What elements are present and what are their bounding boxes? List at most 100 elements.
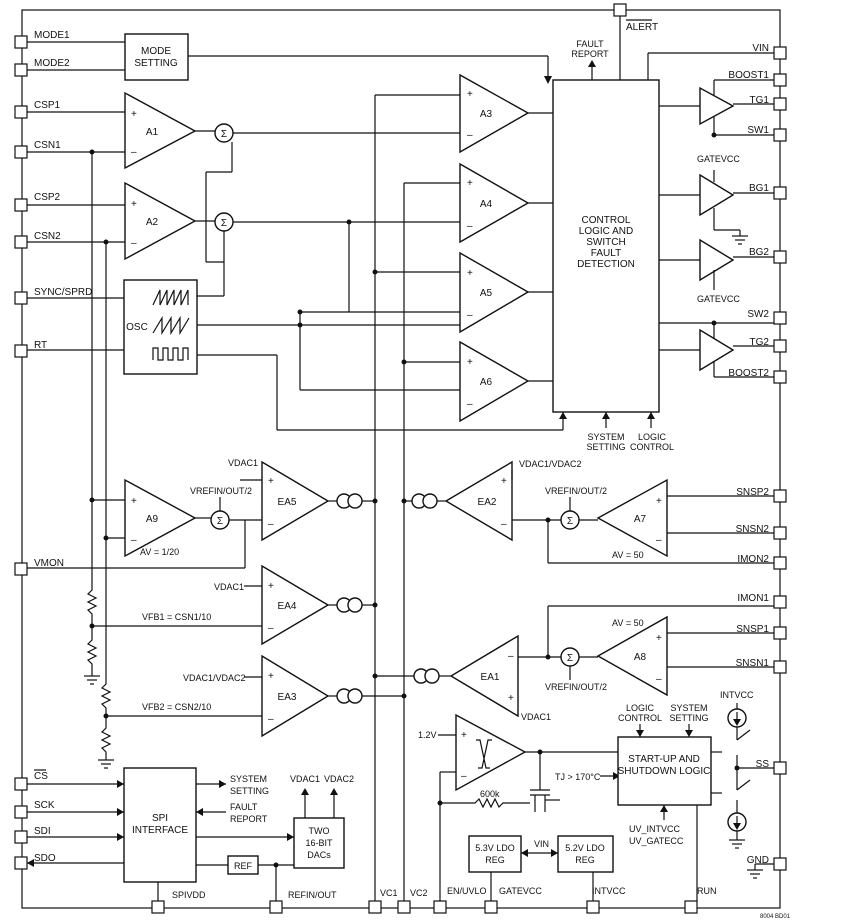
svg-text:–: – [501,519,507,530]
pin-spivdd: SPIVDD [172,890,206,900]
spi-l1: SPI [152,813,168,824]
spi-fault-report-l2: REPORT [230,814,268,824]
system-setting2-l1: SYSTEM [670,703,707,713]
pin-tg2: TG2 [750,337,770,348]
svg-text:+: + [467,268,473,279]
osc-label: OSC [126,322,148,333]
svg-text:–: – [467,130,473,141]
ldo52-l1: 5.2V LDO [565,843,605,853]
pin-vmon: VMON [34,558,64,569]
control-l1: CONTROL [582,215,631,226]
ldo52-l2: REG [575,855,595,865]
svg-text:+: + [268,671,274,682]
control-logic-block [552,79,660,413]
pin-boost2: BOOST2 [728,368,769,379]
vfb1: VFB1 = CSN1/10 [142,612,211,622]
system-setting-l2: SETTING [586,442,625,452]
a7-amp: + – A7 [596,478,668,558]
pin-boost1: BOOST1 [728,70,769,81]
a5-amp: + – A5 [459,251,530,334]
pin-csp1: CSP1 [34,100,61,111]
svg-text:Σ: Σ [221,218,227,229]
dacs-l1: TWO [309,826,330,836]
pin-vin: VIN [752,43,769,54]
hysteresis-icon [476,739,492,769]
logic-control2-l1: LOGIC [626,703,655,713]
pin-enuvlo: EN/UVLO [447,886,487,896]
dacs-l2: 16-BIT [305,838,333,848]
pin-alert: ALERT [626,22,658,33]
dacs-block [293,817,345,869]
svg-text:–: – [656,535,662,546]
gatevcc-top: GATEVCC [697,154,740,164]
svg-text:EA5: EA5 [278,497,297,508]
fault-report-l2: REPORT [571,49,609,59]
logic-control-l1: LOGIC [638,432,667,442]
svg-text:+: + [268,581,274,592]
svg-text:–: – [467,221,473,232]
pin-intvcc: INTVCC [592,886,626,896]
a3-amp: + – A3 [459,73,530,154]
pin-mode2: MODE2 [34,58,70,69]
pin-sck: SCK [34,800,55,811]
pin-bg1: BG1 [749,183,769,194]
svg-text:A6: A6 [480,377,493,388]
svg-text:–: – [656,674,662,685]
right-pins: VIN BOOST1 TG1 SW1 BG1 BG2 SW2 TG2 BOOST… [728,43,787,871]
pin-csp2: CSP2 [34,192,61,203]
ref-label: REF [234,861,253,871]
svg-text:EA2: EA2 [478,497,497,508]
svg-text:–: – [268,519,274,530]
svg-text:EA1: EA1 [481,672,500,683]
ldo53-l1: 5.3V LDO [475,843,515,853]
left-pins: MODE1 MODE2 CSP1 CSN1 CSP2 CSN2 SYNC/SPR… [14,30,92,870]
svg-text:–: – [131,238,137,249]
uv-intvcc: UV_INTVCC [629,824,681,834]
vrefin-a8: VREFIN/OUT/2 [545,682,607,692]
pin-sdi: SDI [34,826,51,837]
control-l2: LOGIC AND [579,226,633,237]
svg-text:Σ: Σ [221,129,227,140]
uvlo-comparator: + – [455,713,527,792]
square-wave-icon [152,347,189,361]
svg-text:A2: A2 [146,217,159,228]
vdac1-ea5: VDAC1 [228,458,258,468]
figure-id: 8004 BD01 [760,914,791,920]
pin-tg1: TG1 [750,95,770,106]
svg-text:+: + [461,730,467,741]
vrefin-a9: VREFIN/OUT/2 [190,486,252,496]
pin-snsn1: SNSN1 [736,658,770,669]
control-l3: SWITCH [586,237,625,248]
svg-text:A9: A9 [146,514,159,525]
pin-bg2: BG2 [749,247,769,258]
logic-control2-l2: CONTROL [618,713,662,723]
spi-system-setting-l1: SYSTEM [230,774,267,784]
a6-amp: + – A6 [459,340,530,423]
vdac2-label: VDAC2 [324,774,354,784]
svg-text:EA4: EA4 [278,601,297,612]
svg-text:–: – [467,310,473,321]
v12-label: 1.2V [418,730,437,740]
pin-cs: CS [34,771,48,782]
svg-text:–: – [131,147,137,158]
pin-snsp1: SNSP1 [736,624,769,635]
svg-text:+: + [656,633,662,644]
pin-imon1: IMON1 [737,593,769,604]
intvcc-top: INTVCC [720,690,754,700]
svg-text:+: + [131,496,137,507]
control-l4: FAULT [591,248,621,259]
ldo53-block [468,835,522,873]
spi-system-setting-l2: SETTING [230,786,269,796]
sawtooth2-icon [152,315,190,336]
pin-sdo: SDO [34,853,56,864]
pin-rt: RT [34,340,47,351]
svg-text:–: – [461,771,467,782]
spi-fault-report-l1: FAULT [230,802,258,812]
svg-text:+: + [467,357,473,368]
svg-text:Σ: Σ [567,516,573,527]
av-a9: AV = 1/20 [140,547,179,557]
pin-snsn2: SNSN2 [736,524,770,535]
ea2-amp: + – EA2 [444,460,513,542]
dacs-l3: DACs [307,850,331,860]
